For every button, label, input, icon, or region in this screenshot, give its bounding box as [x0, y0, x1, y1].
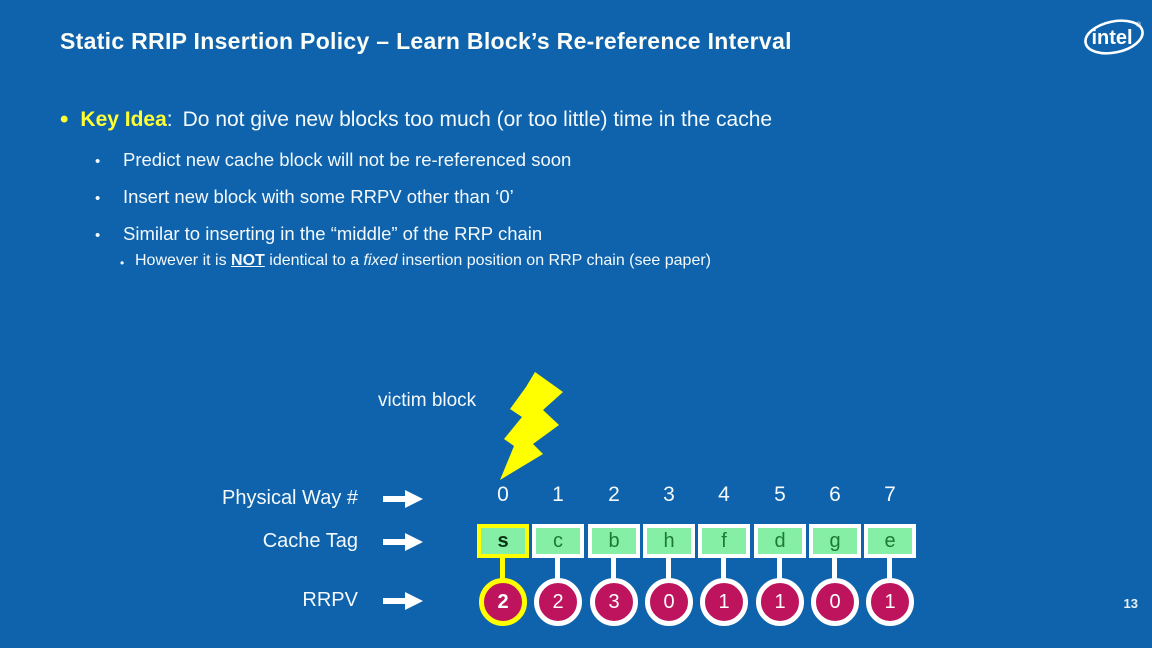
rrpv-circle: 3 [590, 578, 638, 626]
connector-line [721, 558, 726, 584]
cache-tag-letter: e [884, 529, 896, 552]
cache-way-column: 6 g 0 [807, 480, 863, 632]
row-label-physical-way: Physical Way # [222, 487, 358, 509]
cache-way-column: 7 e 1 [862, 480, 918, 632]
sub-bullet-list: • Predict new cache block will not be re… [95, 149, 1075, 260]
note-post: insertion position on RRP chain (see pap… [397, 252, 711, 269]
cache-tag-letter: b [608, 529, 620, 552]
key-idea-colon: : [166, 108, 173, 131]
way-number: 5 [774, 483, 786, 506]
key-idea-text: Do not give new blocks too much (or too … [182, 108, 773, 131]
victim-block-label: victim block [378, 390, 477, 411]
sub-bullet-text: Insert new block with some RRPV other th… [123, 186, 514, 207]
arrow-right-icon [383, 533, 423, 551]
rrpv-circle: 2 [534, 578, 582, 626]
cache-tag-letter: s [497, 529, 509, 552]
key-idea-label: Key Idea [80, 108, 167, 131]
bullet-icon: • [95, 227, 101, 244]
rrpv-circle: 0 [811, 578, 859, 626]
cache-tag-letter: f [721, 529, 727, 552]
arrow-right-icon [383, 490, 423, 508]
note-text: However it is NOT identical to a fixed i… [135, 251, 711, 273]
list-item: • Insert new block with some RRPV other … [95, 186, 1075, 210]
cache-tag-letter: c [553, 529, 563, 552]
list-item: • Similar to inserting in the “middle” o… [95, 223, 1075, 247]
way-number: 2 [608, 483, 620, 506]
sub-bullet-text: Similar to inserting in the “middle” of … [123, 223, 543, 244]
cache-way-column: 4 f 1 [696, 480, 752, 632]
note-italic: fixed [363, 252, 398, 269]
bullet-icon: • [95, 153, 101, 170]
connector-line [500, 558, 505, 584]
cache-tag-cell: f [698, 524, 750, 558]
note-mid: identical to a [264, 252, 364, 269]
connector-line [832, 558, 837, 584]
way-number: 1 [552, 483, 564, 506]
connector-line [666, 558, 671, 584]
cache-tag-cell: c [532, 524, 584, 558]
connector-line [887, 558, 892, 584]
note-emphasis: NOT [231, 252, 265, 269]
cache-tag-letter: g [829, 529, 841, 552]
row-label-cache-tag: Cache Tag [262, 530, 358, 552]
bullet-icon: • [60, 106, 69, 133]
list-item: • Predict new cache block will not be re… [95, 149, 1075, 173]
row-label-rrpv: RRPV [302, 589, 358, 611]
cache-tag-cell: h [643, 524, 695, 558]
rrpv-value: 2 [552, 590, 564, 613]
rrpv-value: 0 [829, 590, 841, 613]
intel-logo-icon: intel ® [1084, 19, 1144, 55]
connector-line [611, 558, 616, 584]
bullet-icon: • [120, 256, 125, 270]
intel-logo-text: intel [1091, 27, 1132, 49]
page-number: 13 [1123, 596, 1138, 611]
rrpv-value: 2 [497, 590, 509, 613]
cache-tag-letter: h [663, 529, 675, 552]
rrpv-circle: 1 [866, 578, 914, 626]
rrpv-value: 1 [884, 590, 896, 613]
rrpv-circle: 2 [479, 578, 527, 626]
cache-way-column: 1 c 2 [530, 480, 586, 632]
way-number: 7 [884, 483, 896, 506]
connector-line [555, 558, 560, 584]
cache-tag-cell: b [588, 524, 640, 558]
slide-title: Static RRIP Insertion Policy – Learn Blo… [60, 28, 792, 54]
way-number: 3 [663, 483, 675, 506]
cache-tag-cell: g [809, 524, 861, 558]
cache-way-column: 2 b 3 [586, 480, 642, 632]
note-line: • However it is NOT identical to a fixed… [120, 251, 1020, 273]
rrpv-value: 1 [774, 590, 786, 613]
rrpv-circle: 1 [756, 578, 804, 626]
way-number: 6 [829, 483, 841, 506]
cache-tag-letter: d [774, 529, 786, 552]
way-number: 4 [718, 483, 730, 506]
rrpv-value: 0 [663, 590, 675, 613]
registered-mark: ® [1136, 21, 1142, 29]
connector-line [777, 558, 782, 584]
rrpv-circle: 1 [700, 578, 748, 626]
note-pre: However it is [135, 252, 232, 269]
cache-way-column: 3 h 0 [641, 480, 697, 632]
cache-tag-cell: s [477, 524, 529, 558]
cache-tag-cell: d [754, 524, 806, 558]
rrpv-circle: 0 [645, 578, 693, 626]
cache-way-column: 5 d 1 [752, 480, 808, 632]
sub-bullet-text: Predict new cache block will not be re-r… [123, 149, 572, 170]
cache-tag-cell: e [864, 524, 916, 558]
rrpv-value: 3 [608, 590, 620, 613]
lightning-bolt-icon [500, 372, 563, 480]
arrow-right-icon [383, 592, 423, 610]
way-number: 0 [497, 483, 509, 506]
rrpv-value: 1 [718, 590, 730, 613]
key-idea-line: • Key Idea: Do not give new blocks too muc… [60, 106, 1090, 134]
cache-way-column: 0 s 2 [475, 480, 531, 632]
bullet-icon: • [95, 190, 101, 207]
